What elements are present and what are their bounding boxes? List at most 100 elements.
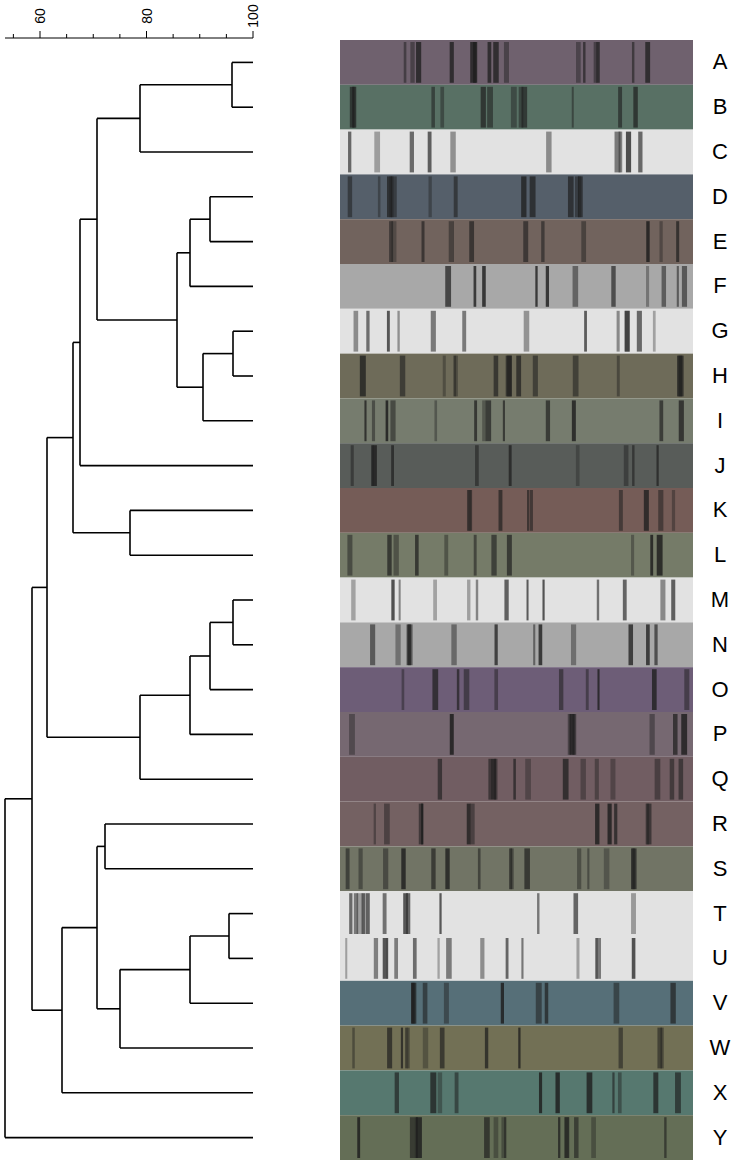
gel-band — [387, 535, 391, 576]
gel-band — [650, 535, 653, 576]
gel-band — [658, 490, 663, 531]
gel-band — [478, 848, 481, 889]
lane-label: K — [713, 499, 728, 521]
gel-band — [431, 848, 435, 889]
gel-band — [527, 580, 529, 621]
gel-band — [482, 266, 486, 307]
lane-label: P — [713, 723, 728, 745]
gel-band — [414, 983, 417, 1024]
gel-band — [612, 1072, 614, 1113]
axis-tick — [93, 34, 94, 38]
gel-band — [586, 669, 589, 710]
gel-band — [467, 490, 472, 531]
gel-band — [450, 42, 454, 83]
gel-band — [576, 42, 581, 83]
gel-band — [608, 804, 612, 845]
dendrogram-branch — [105, 868, 253, 870]
gel-band — [670, 759, 675, 800]
axis-tick — [119, 34, 120, 38]
gel-band — [573, 266, 579, 307]
gel-band — [596, 938, 601, 979]
gel-band — [387, 1028, 392, 1069]
gel-band — [507, 535, 512, 576]
gel-band — [503, 400, 505, 441]
axis-tick — [253, 31, 254, 38]
gel-band — [468, 490, 472, 531]
lane-label: U — [712, 947, 728, 969]
lane-label: C — [712, 141, 728, 163]
dendrogram-branch — [190, 655, 210, 657]
gel-band — [482, 400, 486, 441]
gel-band — [671, 580, 675, 621]
gel-band — [348, 176, 352, 217]
dendrogram-branch — [203, 353, 233, 355]
gel-band — [430, 1072, 436, 1113]
lane-label: Y — [713, 1127, 728, 1149]
gel-band — [578, 176, 581, 217]
gel-band — [530, 490, 533, 531]
dendrogram-branch — [130, 510, 253, 512]
dendrogram-branch — [97, 118, 140, 120]
gel-band — [655, 759, 661, 800]
gel-band — [506, 356, 512, 397]
dendrogram-branch — [5, 1137, 253, 1139]
gel-band — [587, 848, 589, 889]
gel-band — [628, 624, 633, 665]
gel-band — [438, 1072, 442, 1113]
lane-label: M — [711, 589, 729, 611]
gel-band — [394, 535, 399, 576]
dendrogram-branch — [97, 846, 105, 848]
gel-band — [443, 356, 446, 397]
gel-band — [349, 893, 352, 934]
gel-band — [456, 356, 458, 397]
gel-band — [659, 400, 663, 441]
axis-tick — [226, 34, 227, 38]
gel-band — [378, 176, 381, 217]
dendrogram-branch — [190, 935, 229, 937]
gel-lane — [340, 85, 693, 130]
gel-band — [537, 893, 539, 934]
gel-band — [402, 669, 405, 710]
gel-band — [374, 132, 380, 173]
gel-band — [467, 580, 470, 621]
gel-band — [559, 669, 563, 710]
gel-lane — [340, 174, 693, 219]
gel-band — [581, 221, 586, 262]
dendrogram-branch — [5, 798, 32, 800]
gel-band — [565, 1117, 570, 1158]
gel-band — [444, 983, 449, 1024]
gel-band — [595, 804, 599, 845]
dendrogram-branch — [97, 1008, 120, 1010]
gel-band — [656, 445, 658, 486]
gel-band — [584, 311, 587, 352]
gel-band — [494, 759, 497, 800]
gel-band — [410, 132, 414, 173]
gel-band — [624, 445, 629, 486]
gel-band — [619, 1028, 623, 1069]
gel-lane — [340, 309, 693, 354]
gel-band — [533, 624, 535, 665]
gel-band — [541, 221, 544, 262]
gel-band — [506, 938, 509, 979]
axis-tick — [40, 31, 41, 38]
dendrogram-branch — [203, 420, 253, 422]
gel-band — [533, 356, 538, 397]
dendrogram-branch — [190, 218, 210, 220]
gel-band — [383, 848, 388, 889]
gel-band — [675, 1072, 681, 1113]
gel-band — [525, 759, 531, 800]
dendrogram-branch — [177, 252, 190, 254]
gel-band — [391, 580, 394, 621]
axis-tick — [199, 34, 200, 38]
dendrogram-branch — [229, 913, 253, 915]
gel-band — [524, 848, 530, 889]
dendrogram-branch — [4, 799, 6, 1138]
gel-band — [359, 848, 363, 889]
gel-band — [507, 356, 512, 397]
gel-band — [521, 176, 526, 217]
lane-label: G — [711, 320, 728, 342]
gel-band — [372, 400, 375, 441]
dendrogram-branch — [32, 587, 47, 589]
gel-band — [431, 87, 435, 128]
lane-label: F — [713, 275, 726, 297]
